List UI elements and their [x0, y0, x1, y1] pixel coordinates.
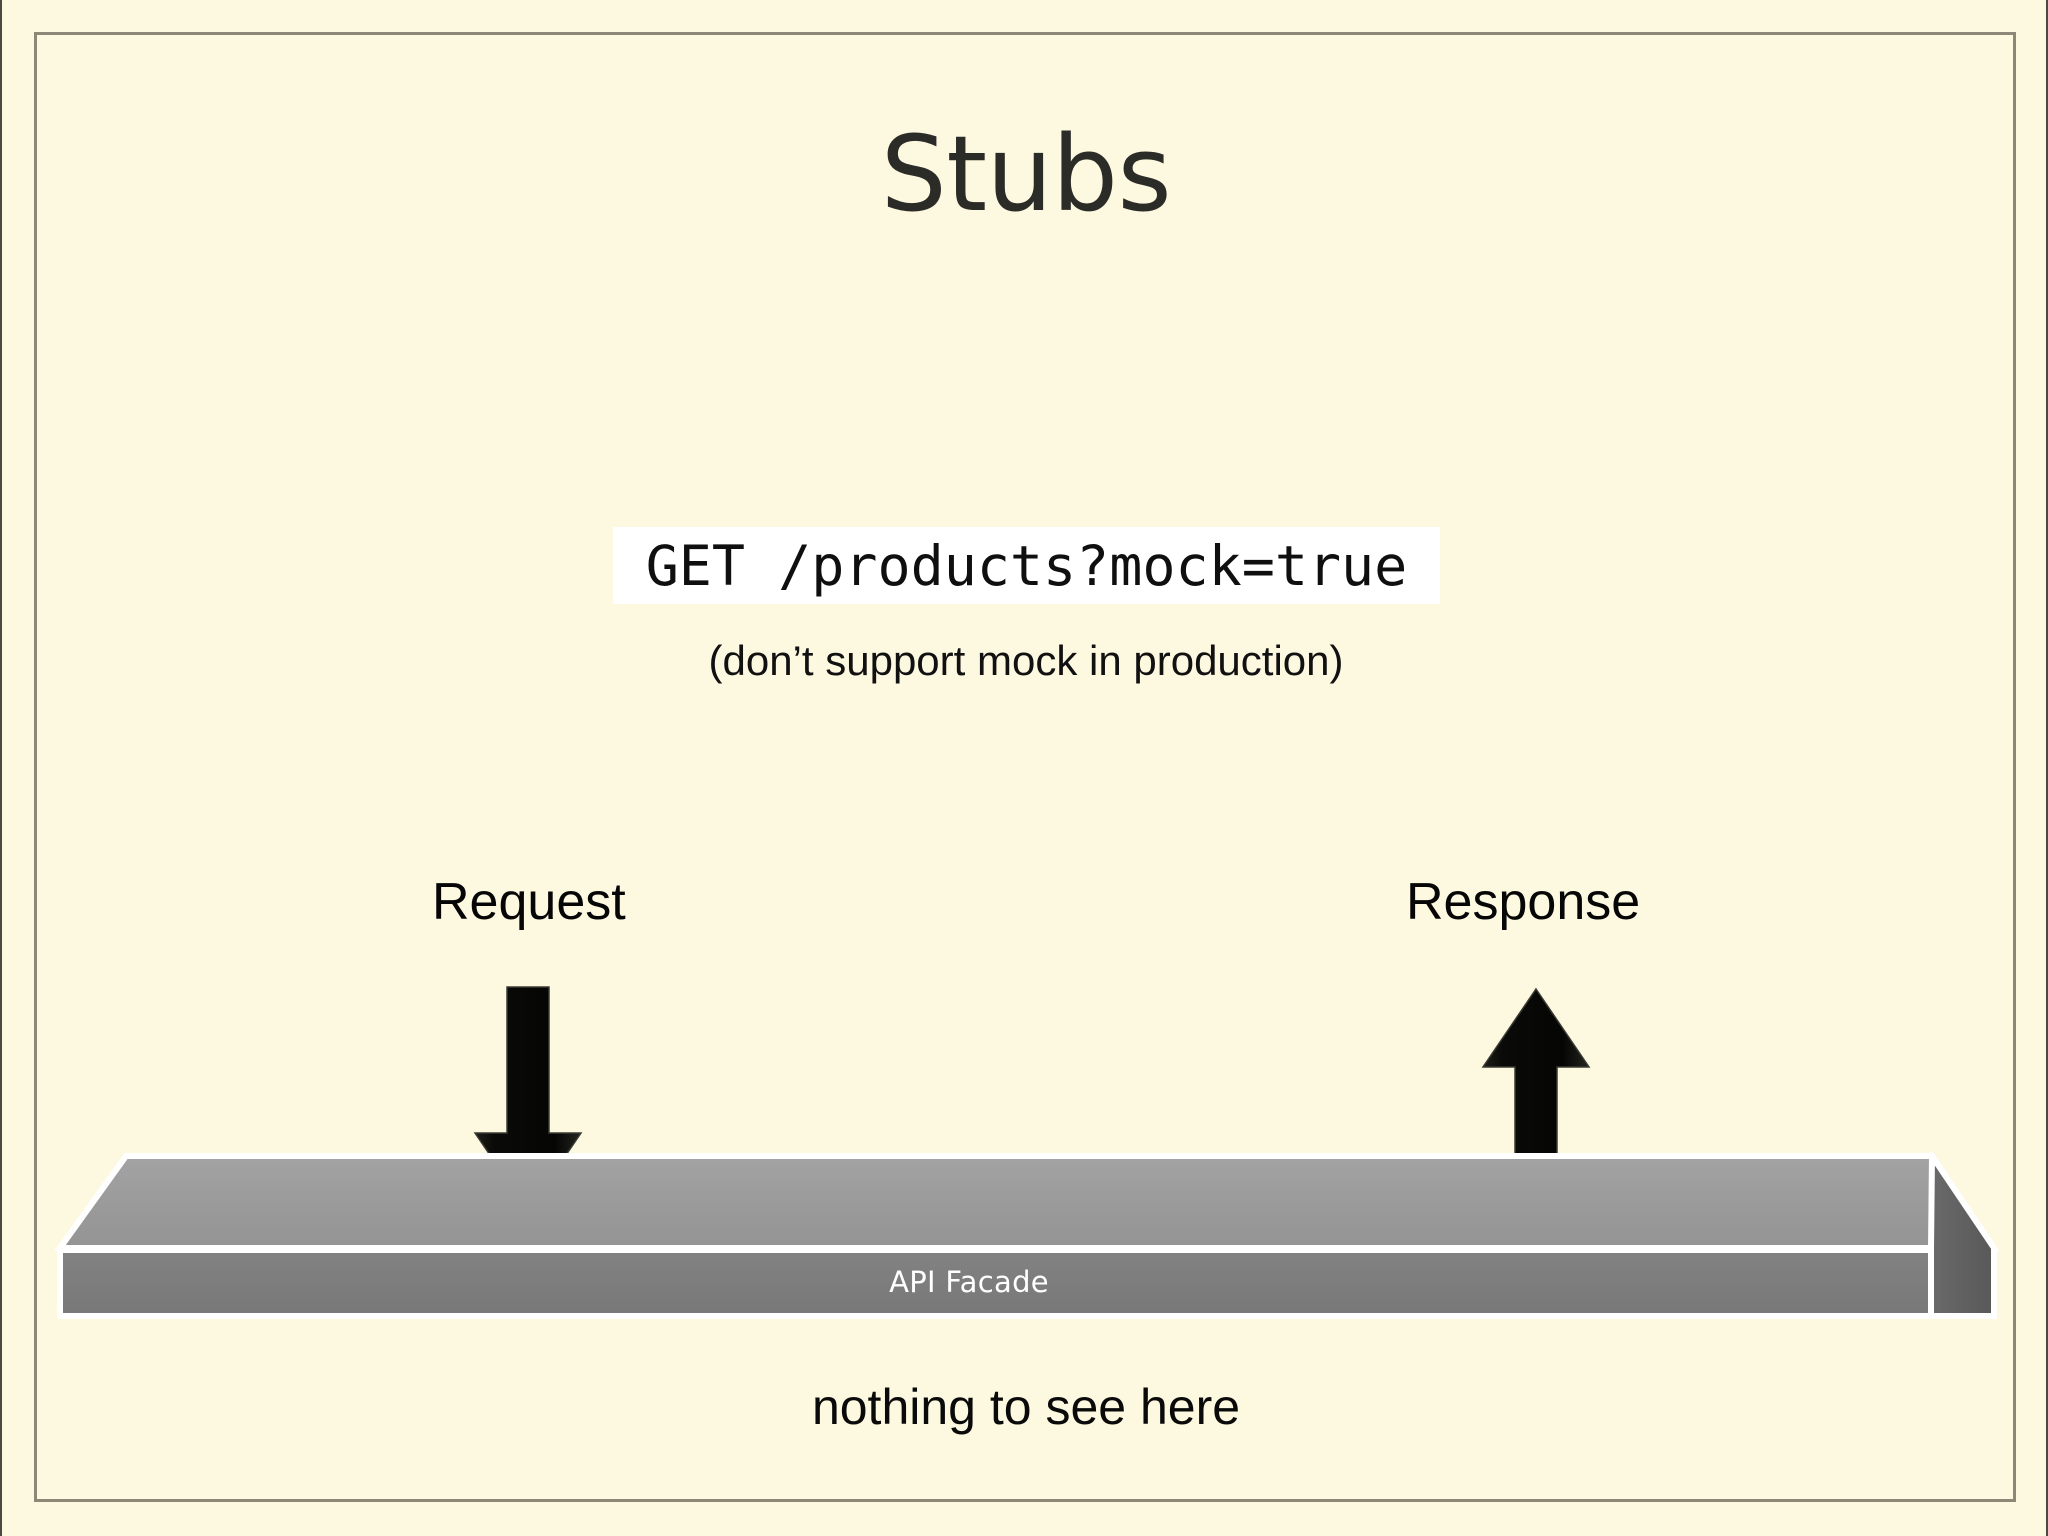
api-facade-label: API Facade [889, 1265, 1049, 1299]
code-text: GET /products?mock=true [645, 533, 1408, 598]
footer-note: nothing to see here [811, 1379, 1241, 1435]
page-title: Stubs [880, 113, 1172, 235]
request-label: Request [432, 873, 626, 931]
api-facade-slab [54, 1152, 2001, 1324]
code-caption: (don’t support mock in production) [708, 637, 1344, 684]
response-label: Response [1406, 873, 1641, 931]
code-block: GET /products?mock=true [613, 527, 1440, 604]
